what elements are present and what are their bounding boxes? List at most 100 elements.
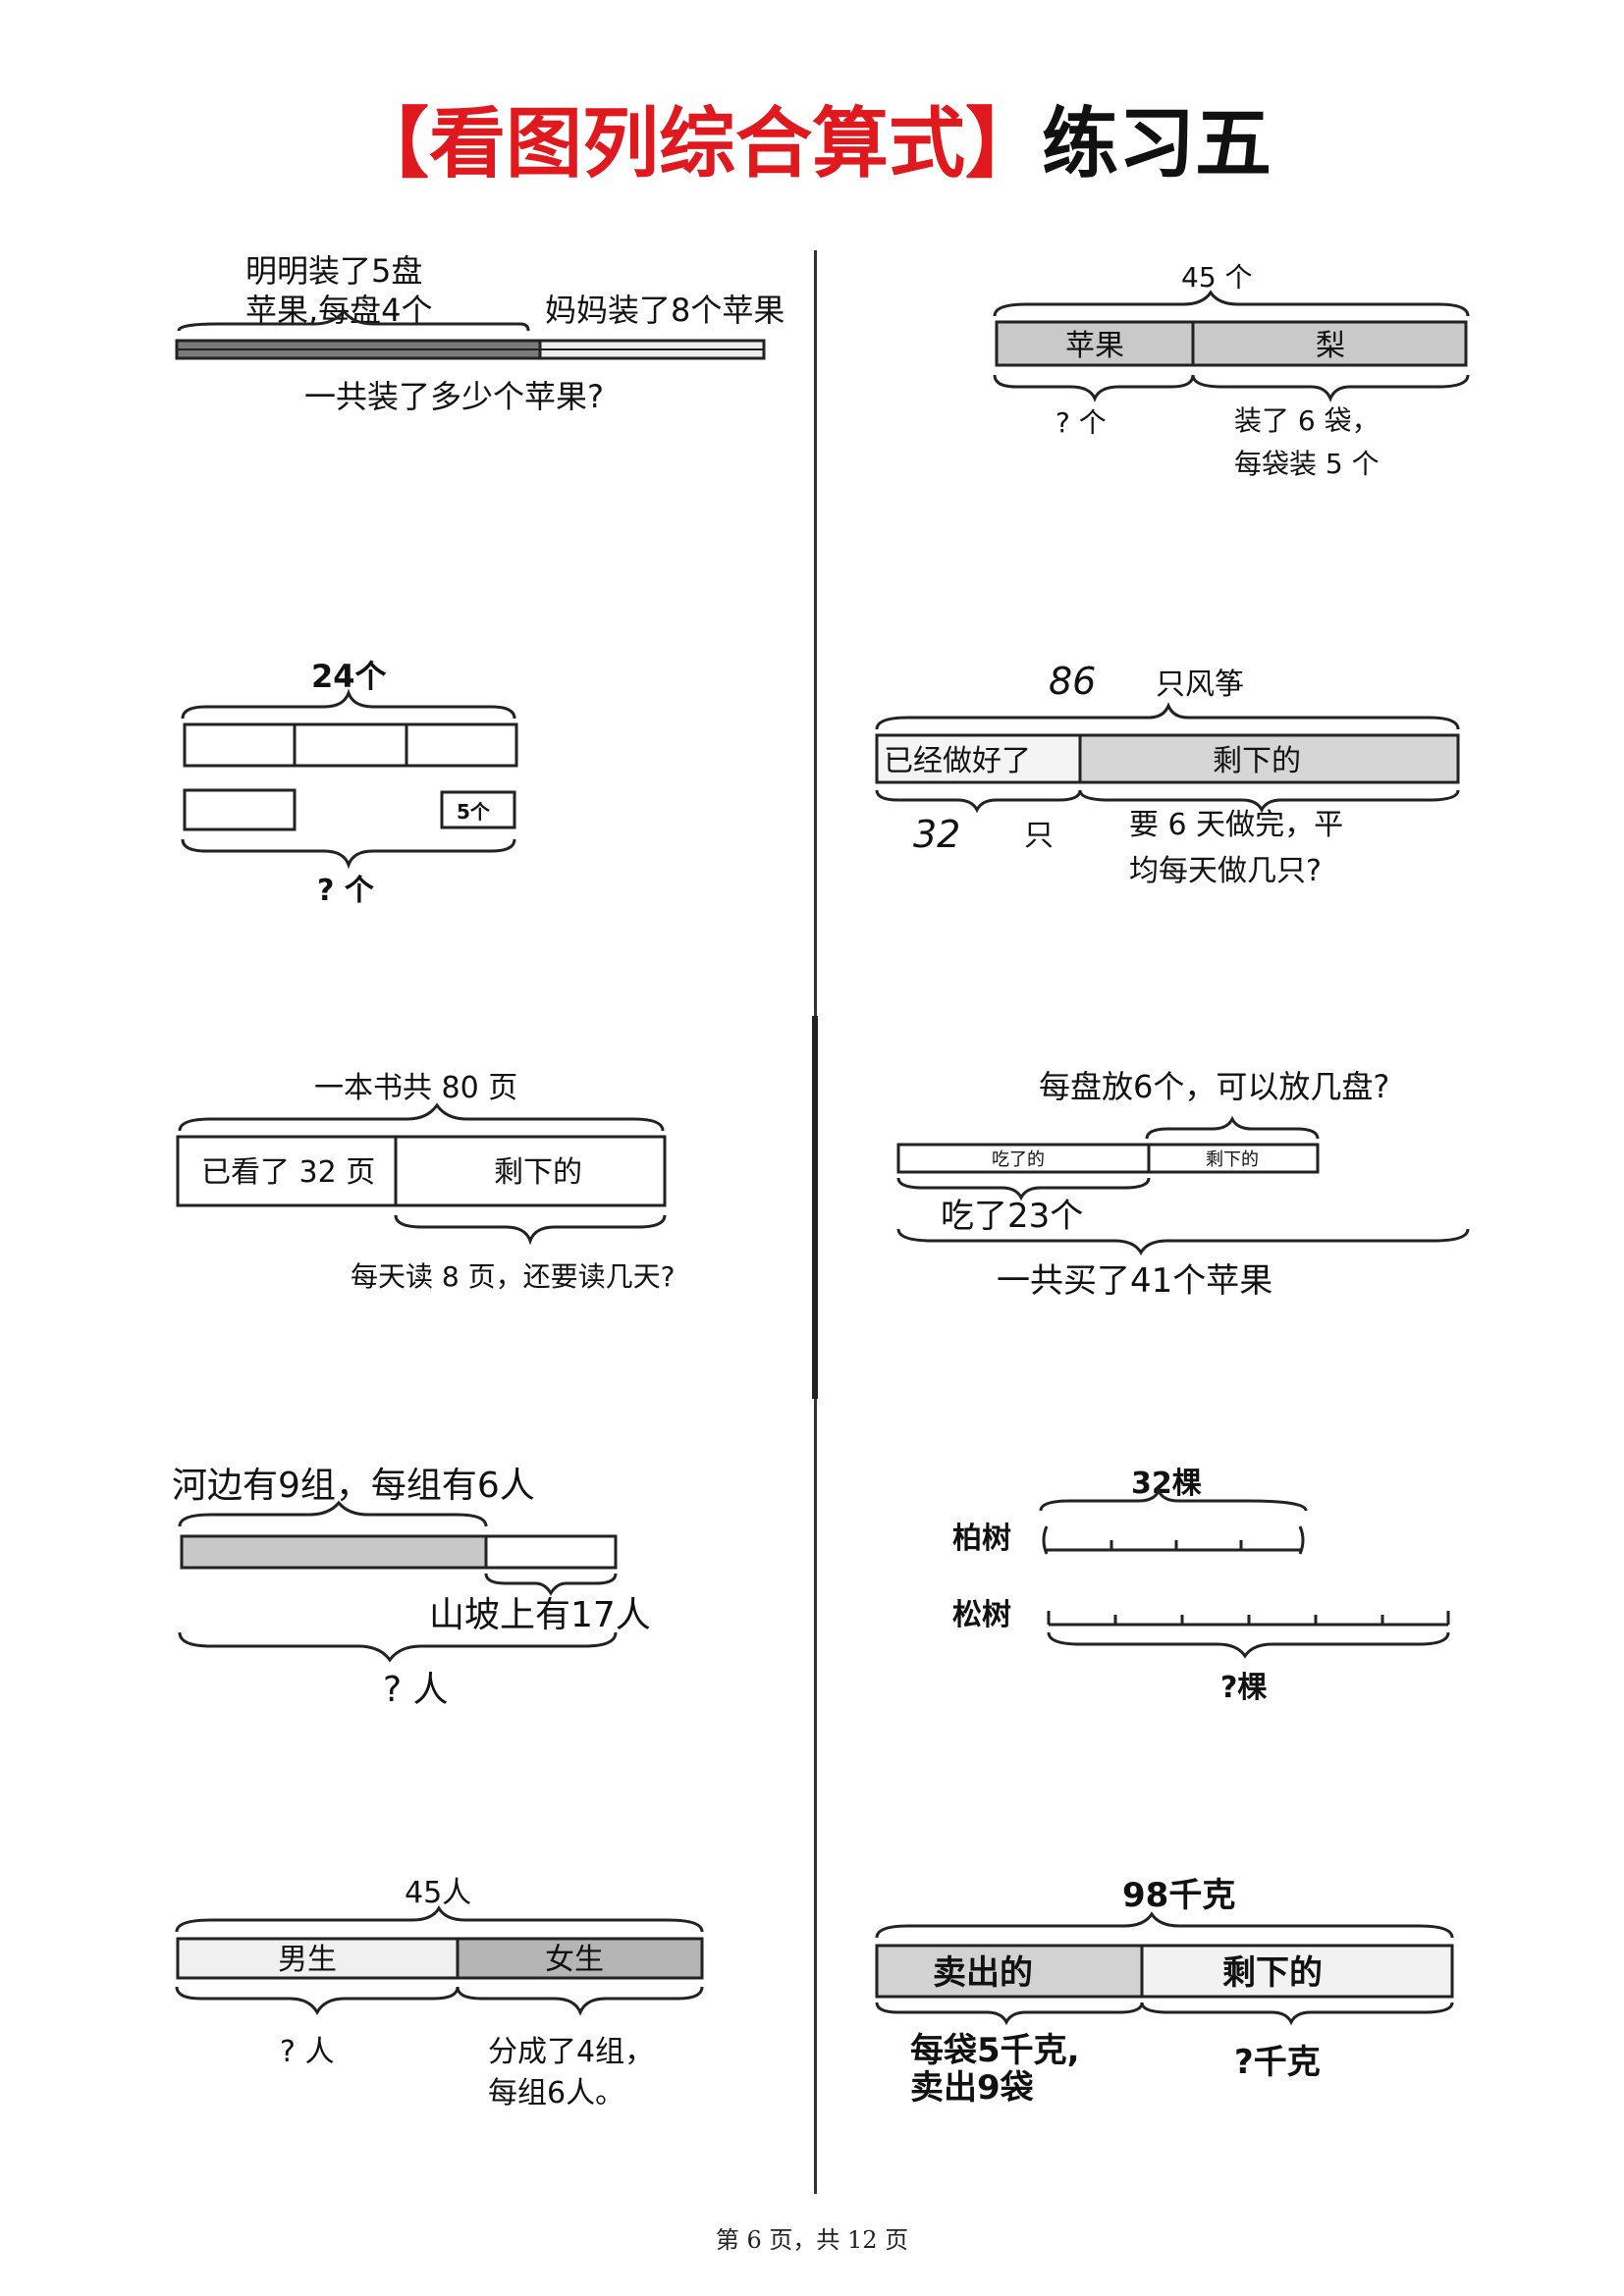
problem-8: 每盘放6个，可以放几盘? 吃了的 剩下的 吃了23个 一共买了41个苹果 bbox=[896, 1068, 1470, 1301]
p8-question-top: 每盘放6个，可以放几盘? bbox=[1039, 1068, 1389, 1105]
p10-note2: 卖出9袋 bbox=[910, 2068, 1034, 2108]
p7-left-bar bbox=[1078, 733, 1460, 784]
p5-top-brace bbox=[175, 1905, 704, 1933]
p2-bottom-brace bbox=[181, 838, 516, 870]
p4-text1: 河边有9组，每组有6人 bbox=[172, 1466, 535, 1506]
p8-eaten-brace bbox=[896, 1177, 1151, 1201]
p4-bottom-brace bbox=[178, 1631, 618, 1663]
p4-slope-bar bbox=[484, 1534, 618, 1570]
p2-lower-bar bbox=[183, 788, 297, 831]
p9-question: ?棵 bbox=[1220, 1671, 1267, 1705]
p7-total-unit: 只风筝 bbox=[1156, 667, 1244, 702]
problem-6: 45 个 苹果 梨 ? 个 装了 6 袋， 每袋装 5 个 bbox=[993, 261, 1470, 480]
p4-question: ? 人 bbox=[383, 1670, 449, 1710]
problem-1: 明明装了5盘 苹果,每盘4个 妈妈装了8个苹果 一共装了多少个苹果? bbox=[175, 252, 785, 415]
p3-left: 剩下的 bbox=[494, 1155, 582, 1190]
p10-left-bar bbox=[1140, 1944, 1454, 1999]
p2-segment bbox=[405, 722, 518, 768]
p2-top-brace bbox=[181, 688, 516, 720]
p7-note2: 均每天做几只? bbox=[1129, 854, 1322, 888]
p6-top-brace bbox=[993, 290, 1470, 317]
problem-9: 32棵 柏树 松树 ?棵 bbox=[952, 1467, 1450, 1705]
p9-bottom-brace bbox=[1047, 1631, 1450, 1659]
p7-done-bar bbox=[875, 733, 1082, 784]
p4-text2: 山坡上有17人 bbox=[429, 1595, 651, 1635]
p5-question: ? 人 bbox=[280, 2035, 334, 2069]
p3-read-box bbox=[176, 1135, 398, 1207]
p9-cypress: 柏树 bbox=[952, 1522, 1011, 1556]
p2-question: ? 个 bbox=[317, 874, 375, 908]
p3-total: 一本书共 80 页 bbox=[314, 1071, 517, 1105]
p5-note1: 分成了4组， bbox=[488, 2035, 654, 2069]
p6-note1: 装了 6 袋， bbox=[1234, 404, 1380, 437]
p10-total: 98千克 bbox=[1122, 1876, 1235, 1915]
p7-note1: 要 6 天做完，平 bbox=[1129, 808, 1343, 842]
p4-top-brace bbox=[178, 1500, 488, 1527]
p8-eaten-count: 吃了23个 bbox=[941, 1197, 1083, 1236]
p6-note2: 每袋装 5 个 bbox=[1234, 448, 1380, 480]
p9-total: 32棵 bbox=[1131, 1467, 1202, 1501]
p6-pear-bar bbox=[1191, 320, 1468, 367]
p7-left-brace bbox=[1078, 789, 1460, 814]
problem-7: 86 只风筝 已经做好了 剩下的 32 只 要 6 天做完，平 均每天做几只? bbox=[875, 660, 1460, 888]
p9-pine: 松树 bbox=[952, 1598, 1011, 1632]
title-bracketed: 【看图列综合算式】 bbox=[352, 100, 1042, 188]
p2-extra-box bbox=[440, 790, 516, 829]
p7-done-num: 32 bbox=[913, 813, 960, 856]
p3-question: 每天读 8 页，还要读几天? bbox=[351, 1260, 675, 1293]
p6-question: ? 个 bbox=[1056, 406, 1107, 439]
problem-10: 98千克 卖出的 剩下的 每袋5千克, 卖出9袋 ?千克 bbox=[875, 1876, 1454, 2108]
p5-note2: 每组6人。 bbox=[488, 2076, 624, 2110]
p9-cypress-left-cap bbox=[1042, 1525, 1049, 1555]
p6-pear-brace bbox=[1191, 374, 1470, 402]
p1-question: 一共装了多少个苹果? bbox=[304, 378, 604, 415]
p8-eaten: 吃了的 bbox=[992, 1149, 1045, 1170]
p7-top-brace bbox=[875, 702, 1460, 730]
p8-left-top-brace bbox=[1145, 1115, 1320, 1140]
p10-left: 剩下的 bbox=[1222, 1953, 1323, 1993]
p8-total: 一共买了41个苹果 bbox=[997, 1261, 1272, 1301]
p7-done-unit: 只 bbox=[1024, 819, 1054, 853]
p5-girls-bar bbox=[456, 1937, 704, 1980]
p1-text3: 妈妈装了8个苹果 bbox=[545, 292, 785, 329]
p8-total-brace bbox=[896, 1228, 1470, 1255]
p10-sold-bar bbox=[875, 1944, 1144, 1999]
page-footer: 第 6 页，共 12 页 bbox=[715, 2226, 909, 2254]
p5-girls: 女生 bbox=[545, 1943, 604, 1977]
p4-river-bar bbox=[180, 1534, 488, 1570]
p7-left: 剩下的 bbox=[1213, 744, 1301, 778]
problem-2: 24个 5个 ? 个 bbox=[181, 658, 518, 908]
title-suffix: 练习五 bbox=[1042, 100, 1272, 188]
problem-3: 一本书共 80 页 已看了 32 页 剩下的 每天读 8 页，还要读几天? bbox=[176, 1071, 675, 1293]
p9-top-brace bbox=[1039, 1487, 1308, 1512]
p7-done-brace bbox=[875, 789, 1082, 814]
p2-box-label: 5个 bbox=[457, 800, 491, 824]
p10-question: ?千克 bbox=[1234, 2043, 1321, 2082]
column-divider-thick bbox=[812, 1016, 818, 1399]
p6-apple-brace bbox=[993, 374, 1195, 402]
p3-read: 已看了 32 页 bbox=[201, 1155, 375, 1190]
p3-left-box bbox=[394, 1135, 667, 1207]
p8-left: 剩下的 bbox=[1206, 1149, 1259, 1170]
p6-pear: 梨 bbox=[1316, 329, 1345, 363]
p4-slope-brace bbox=[484, 1573, 618, 1596]
p10-note1: 每袋5千克, bbox=[910, 2031, 1080, 2070]
p8-left-bar bbox=[1147, 1143, 1320, 1174]
p5-total: 45人 bbox=[405, 1876, 471, 1910]
p5-boys: 男生 bbox=[278, 1943, 337, 1977]
p5-girls-brace bbox=[456, 1986, 704, 2016]
page-title: 【看图列综合算式】练习五 bbox=[0, 106, 1624, 183]
problem-5: 45人 男生 女生 ? 人 分成了4组， 每组6人。 bbox=[175, 1876, 704, 2110]
p9-cypress-right-cap bbox=[1298, 1525, 1305, 1555]
p10-sold: 卖出的 bbox=[933, 1953, 1033, 1993]
p1-text1: 明明装了5盘 bbox=[245, 252, 422, 290]
p10-left-brace bbox=[1140, 2002, 1454, 2026]
p6-total: 45 个 bbox=[1181, 261, 1253, 294]
p10-top-brace bbox=[875, 1911, 1454, 1939]
p3-top-brace bbox=[178, 1102, 665, 1132]
p3-bottom-brace bbox=[394, 1214, 667, 1246]
problem-4: 河边有9组，每组有6人 山坡上有17人 ? 人 bbox=[172, 1466, 651, 1710]
p7-done: 已经做好了 bbox=[884, 744, 1031, 778]
p1-top-brace bbox=[177, 308, 530, 332]
p5-boys-bar bbox=[176, 1937, 460, 1980]
